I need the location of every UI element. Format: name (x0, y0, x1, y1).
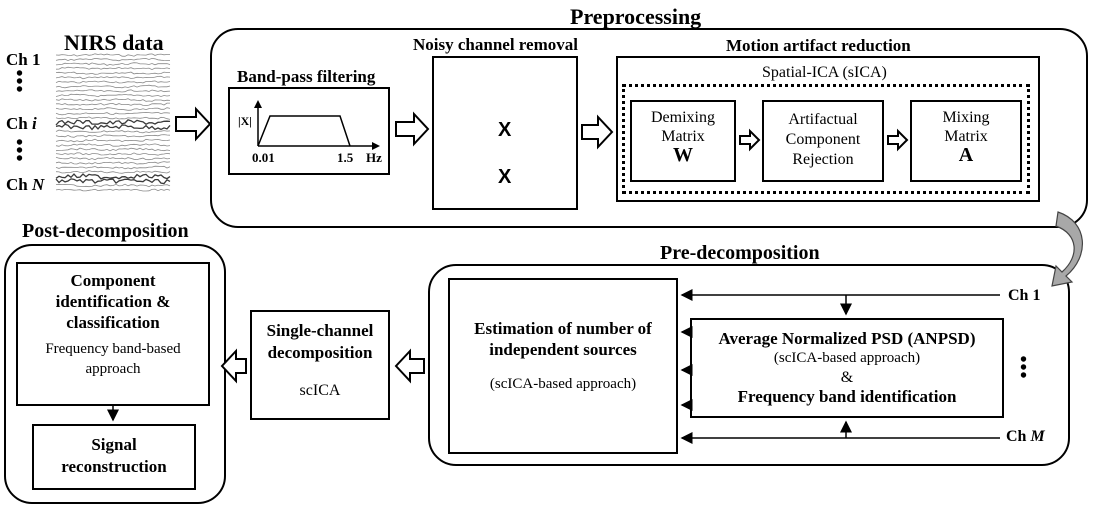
noisy-trace (55, 119, 171, 126)
signal-trace (55, 80, 171, 84)
vertical-ellipsis-icon: ••• (1020, 349, 1028, 387)
signal-trace (55, 93, 171, 98)
signal-trace (55, 75, 171, 80)
signal-trace (56, 102, 170, 107)
signal-trace (55, 156, 171, 161)
bandpass-title: Band-pass filtering (237, 67, 376, 86)
signal-trace (55, 147, 171, 152)
signal-trace (55, 111, 171, 116)
bandpass-ylabel: |X| (238, 114, 252, 128)
signal-trace (55, 62, 171, 66)
signal-trace (55, 71, 170, 75)
bandpass-unit: Hz (366, 150, 382, 165)
signal-trace (55, 138, 171, 143)
signal-trace (55, 57, 170, 62)
hollow-arrow-icon (394, 348, 425, 384)
signal-trace (55, 89, 171, 93)
signal-trace (55, 152, 171, 156)
signal-trace (55, 165, 171, 170)
noisy-channel-remove-mark-2: X (498, 166, 512, 188)
noisy-trace (55, 178, 171, 185)
preprocessing-title: Preprocessing (570, 4, 702, 29)
noisy-channel-remove-mark-1: X (498, 119, 512, 141)
signal-trace (55, 134, 171, 138)
bandpass-high-freq: 1.5 (337, 150, 354, 165)
vertical-ellipsis-icon: ••• (16, 63, 24, 101)
channel-input-label-m: Ch M (1006, 428, 1045, 445)
postdecomposition-title: Post-decomposition (22, 220, 189, 242)
channel-input-label-1: Ch 1 (1008, 287, 1041, 304)
signal-trace (55, 161, 171, 165)
hollow-arrow-icon (175, 106, 212, 142)
nirs-data-title: NIRS data (64, 30, 164, 55)
signal-trace (55, 66, 171, 71)
nirs-channel-label-1: Ch 1 (6, 50, 41, 69)
demixing-matrix-box: Demixing Matrix W (630, 100, 736, 182)
component-identification-box: Component identification & classificatio… (16, 262, 210, 406)
noisy-trace (55, 173, 171, 180)
mixing-matrix-box: Mixing Matrix A (910, 100, 1022, 182)
signal-reconstruction-box: Signal reconstruction (32, 424, 196, 490)
signal-trace (55, 170, 171, 174)
signal-trace (55, 129, 171, 134)
signal-trace (55, 143, 171, 147)
sica-label: Spatial-ICA (sICA) (762, 64, 887, 81)
vertical-ellipsis-icon: ••• (16, 132, 24, 170)
anpsd-box: Average Normalized PSD (ANPSD) (scICA-ba… (690, 318, 1004, 418)
nirs-channel-label-n: Ch N (6, 175, 45, 194)
sica-dotted-frame (622, 84, 1030, 194)
artifactual-rejection-box: Artifactual Component Rejection (762, 100, 884, 182)
signal-trace (55, 107, 171, 111)
noisy-channel-title: Noisy channel removal (413, 35, 578, 54)
noisy-channel-box (432, 56, 578, 210)
signal-trace (55, 84, 171, 89)
signal-trace (55, 183, 171, 188)
bandpass-low-freq: 0.01 (252, 150, 275, 165)
signal-trace (55, 188, 171, 192)
motion-artifact-title: Motion artifact reduction (726, 36, 911, 55)
predecomposition-title: Pre-decomposition (660, 242, 820, 264)
single-channel-decomposition-box: Single-channel decomposition scICA (250, 310, 390, 420)
noisy-trace (55, 123, 171, 131)
nirs-channel-label-i: Ch i (6, 114, 37, 133)
signal-trace (55, 98, 171, 102)
signal-trace (55, 116, 171, 120)
estimation-box: Estimation of number of independent sour… (448, 278, 678, 454)
